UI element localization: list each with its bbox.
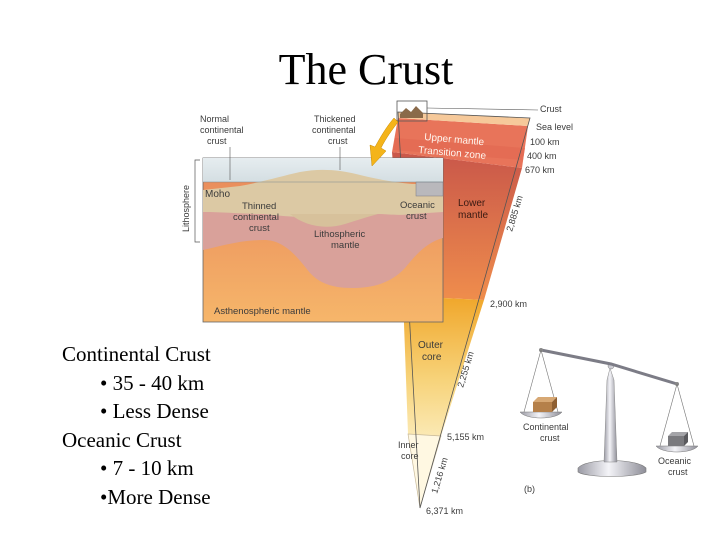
label-thickened-crust-1: Thickened: [314, 114, 356, 124]
label-asthenospheric-mantle: Asthenospheric mantle: [214, 306, 311, 317]
label-depth-100: 100 km: [530, 137, 560, 147]
label-upper-mantle: Upper mantle: [424, 132, 485, 148]
scale-base: [577, 460, 647, 477]
label-oceanic-crust-1: Oceanic: [400, 200, 435, 211]
oceanic-density: •More Dense: [100, 484, 211, 509]
thickened-crust-root: [290, 214, 378, 227]
oceanic-thickness: • 7 - 10 km: [100, 456, 194, 480]
continental-density: • Less Dense: [100, 399, 209, 423]
label-inner-core-2: core: [401, 451, 419, 461]
label-inner-core-1: Inner: [398, 440, 419, 450]
transition-zone-band: [393, 138, 525, 160]
continental-crust-block: [533, 397, 557, 412]
scale-pillar: [603, 367, 618, 463]
crust-notes: Continental Crust • 35 - 40 km • Less De…: [62, 340, 211, 511]
lithosphere-bracket: [194, 159, 200, 243]
label-normal-crust-1: Normal: [200, 114, 229, 124]
balance-scale: Continental crust Oceanic crust (b): [519, 348, 699, 494]
label-thinned-crust-3: crust: [249, 223, 270, 234]
label-balance-oceanic-1: Oceanic: [658, 456, 692, 466]
panel-label-b: (b): [524, 484, 535, 494]
label-lithospheric-mantle-1: Lithospheric: [314, 229, 365, 240]
label-oceanic-crust-2: crust: [406, 211, 427, 222]
oceanic-heading: Oceanic Crust: [62, 427, 182, 452]
label-outer-core-1: Outer: [418, 340, 444, 351]
label-lower-mantle-2: mantle: [458, 210, 488, 221]
oceanic-crust-block: [415, 181, 444, 197]
label-thinned-crust-2: continental: [233, 212, 279, 223]
label-lithospheric-mantle-2: mantle: [331, 240, 360, 251]
continental-thickness: • 35 - 40 km: [100, 370, 205, 395]
continental-heading: Continental Crust: [62, 342, 211, 366]
label-balance-continental-2: crust: [540, 433, 560, 443]
left-pan: [519, 411, 563, 419]
crust-layer: [398, 112, 530, 126]
lithosphere-cross-section: Normal continental crust Thickened conti…: [181, 114, 444, 323]
callout-arrow: [369, 117, 399, 167]
right-pan: [655, 445, 699, 453]
label-depth-6371: 6,371 km: [426, 506, 463, 516]
label-normal-crust-2: continental: [200, 125, 244, 135]
oceanic-crust-block: [668, 432, 688, 446]
label-balance-oceanic-2: crust: [668, 467, 688, 477]
label-balance-continental-1: Continental: [523, 422, 569, 432]
label-outer-core-2: core: [422, 352, 442, 363]
label-normal-crust-3: crust: [207, 136, 227, 146]
label-lithosphere: Lithosphere: [181, 185, 191, 232]
scale-beam: [540, 348, 678, 386]
label-sea-level: Sea level: [536, 122, 573, 132]
label-depth-400: 400 km: [527, 151, 557, 161]
slide-title: The Crust: [278, 45, 454, 94]
label-thickened-crust-3: crust: [328, 136, 348, 146]
label-crust: Crust: [540, 104, 562, 114]
label-moho: Moho: [205, 189, 230, 200]
label-thinned-crust-1: Thinned: [242, 201, 276, 212]
label-depth-2900: 2,900 km: [490, 299, 527, 309]
lithospheric-mantle-region: [203, 190, 443, 288]
outer-core-layer: [403, 296, 484, 436]
label-depth-5155: 5,155 km: [447, 432, 484, 442]
surface-terrain-icon: [400, 106, 423, 118]
label-depth-670: 670 km: [525, 165, 555, 175]
label-lower-mantle-1: Lower: [458, 198, 486, 209]
crust-region: [203, 169, 443, 217]
surface-inset-box: [396, 100, 428, 122]
label-thickened-crust-2: continental: [312, 125, 356, 135]
